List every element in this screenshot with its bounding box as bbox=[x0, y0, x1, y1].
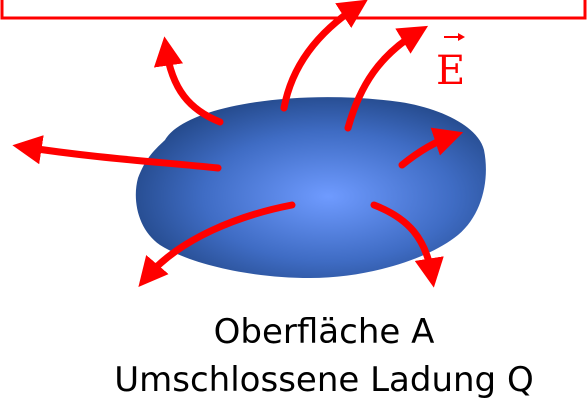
field-vector-label: E bbox=[436, 33, 465, 94]
field-line-left bbox=[12, 135, 222, 172]
caption-surface: Oberfläche A bbox=[213, 312, 435, 352]
field-line-up-center bbox=[280, 0, 368, 112]
field-line-up-right bbox=[344, 25, 429, 132]
vector-arrow-icon bbox=[444, 33, 465, 41]
box-outline bbox=[0, 0, 587, 20]
field-lines bbox=[12, 0, 464, 288]
field-line-down-left bbox=[138, 201, 296, 287]
field-line-up-left bbox=[153, 36, 224, 126]
field-line-down-right bbox=[370, 201, 444, 288]
field-label-e: E bbox=[436, 48, 465, 94]
closed-surface-blob bbox=[135, 97, 486, 279]
caption-charge: Umschlossene Ladung Q bbox=[114, 360, 534, 400]
field-line-right bbox=[398, 127, 464, 169]
